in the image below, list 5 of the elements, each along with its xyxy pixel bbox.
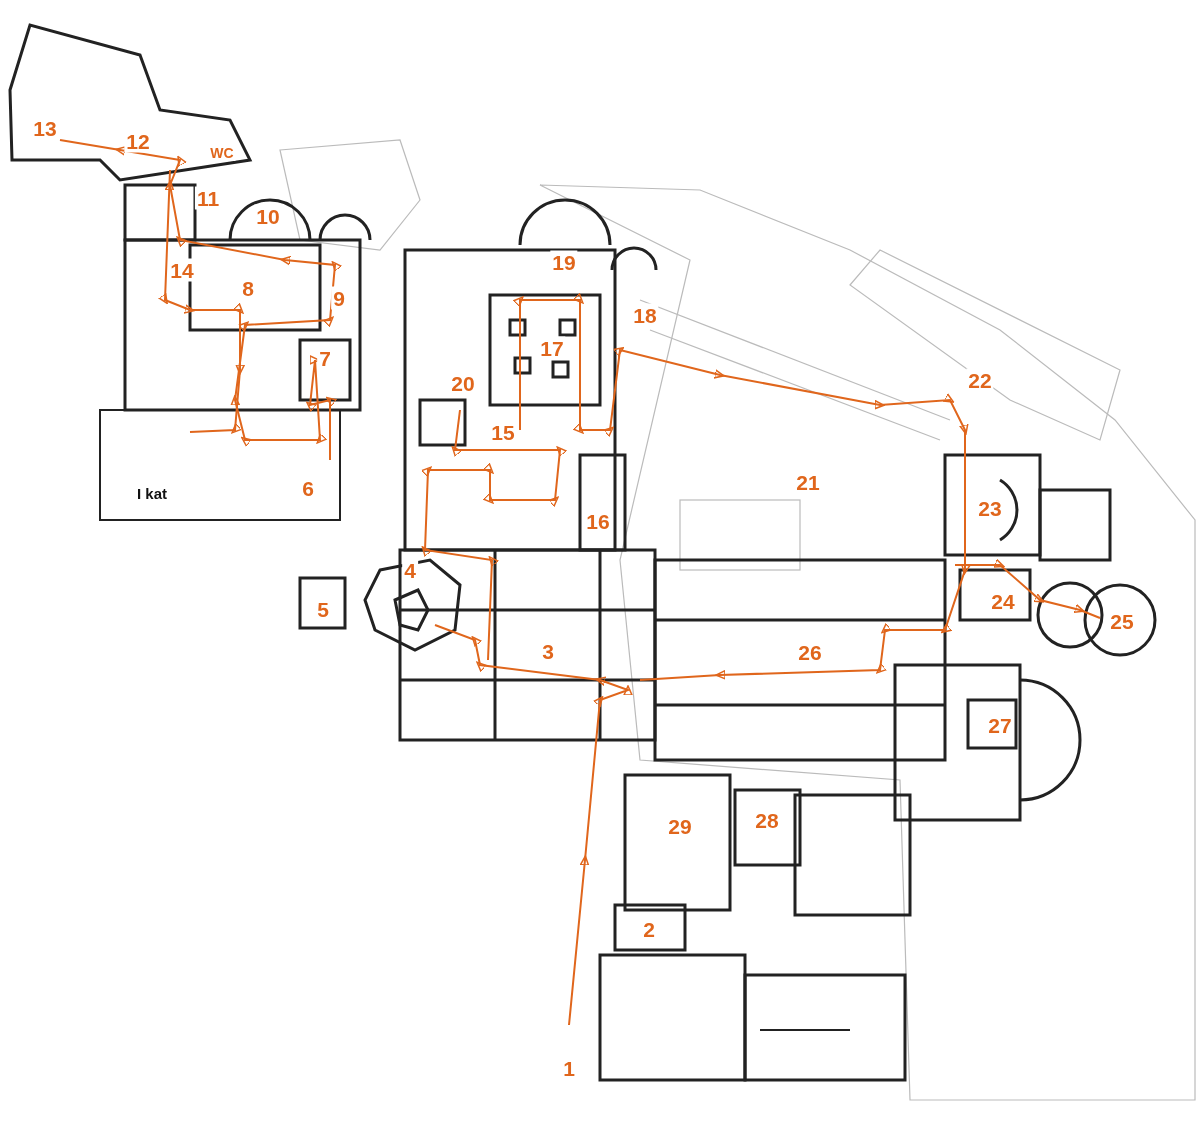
room-number: 11	[194, 186, 222, 210]
toilet-label: WC	[208, 145, 236, 161]
room-number: 9	[331, 286, 347, 310]
room-number: 14	[168, 258, 196, 282]
room-number: 22	[966, 368, 994, 392]
